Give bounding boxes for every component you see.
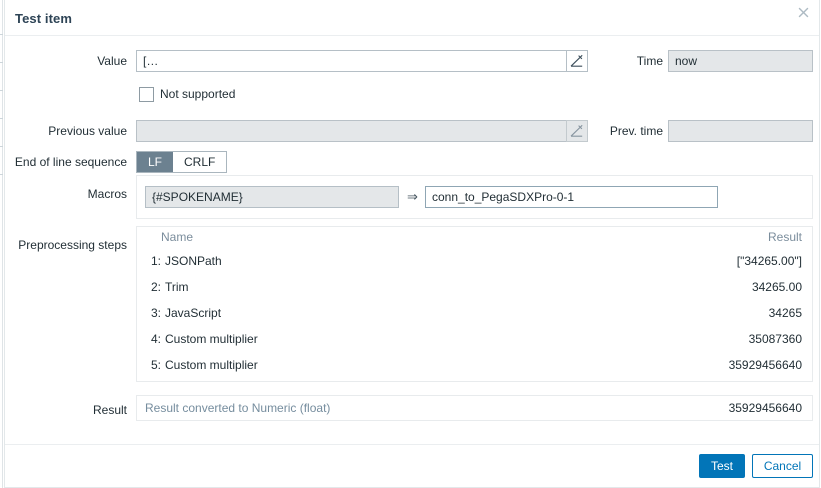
dialog-header: Test item [5, 0, 819, 36]
macros-row: Macros {#SPOKENAME} ⇒ conn_to_PegaSDXPro… [5, 174, 819, 226]
time-input: now [668, 50, 813, 72]
cancel-button[interactable]: Cancel [752, 454, 813, 478]
column-header-name: Name [161, 230, 194, 244]
step-name: JavaScript [165, 306, 222, 320]
background-page-sliver [0, 0, 4, 488]
table-row: 4: Custom multiplier 35087360 [137, 327, 812, 353]
dialog-title: Test item [15, 11, 73, 26]
step-number: 2: [150, 280, 161, 294]
table-row: 3: JavaScript 34265 [137, 301, 812, 327]
step-number: 4: [150, 332, 161, 346]
step-result: 35929456640 [728, 358, 802, 372]
macros-label: Macros [87, 187, 127, 201]
step-number: 5: [150, 358, 161, 372]
previous-value-row: Previous value Prev. time [5, 108, 819, 142]
macro-arrow-icon: ⇒ [407, 189, 418, 204]
previous-value-input [136, 120, 570, 142]
table-row: 5: Custom multiplier 35929456640 [137, 353, 812, 379]
result-label: Result [92, 403, 127, 417]
value-edit-pencil-icon[interactable] [566, 50, 588, 72]
preprocessing-label: Preprocessing steps [18, 238, 127, 252]
table-row: 1: JSONPath ["34265.00"] [137, 249, 812, 275]
column-header-result: Result [767, 230, 802, 244]
macro-key-input[interactable]: {#SPOKENAME} [145, 186, 399, 208]
step-name: Custom multiplier [165, 358, 258, 372]
test-item-dialog: Test item Value [… Time now Not supporte… [4, 0, 820, 488]
not-supported-row: Not supported [5, 74, 819, 108]
step-number: 3: [150, 306, 161, 320]
preprocessing-table-header: Name Result [137, 227, 812, 249]
eol-row: End of line sequence LF CRLF [5, 142, 819, 174]
not-supported-checkbox[interactable] [139, 87, 154, 102]
step-name: Custom multiplier [165, 332, 258, 346]
preprocessing-row: Preprocessing steps Name Result 1: JSONP… [5, 226, 819, 390]
test-item-form: Value [… Time now Not supported Previous… [5, 36, 819, 424]
result-value: 35929456640 [728, 401, 802, 415]
value-input[interactable]: [… [136, 50, 570, 72]
step-name: Trim [165, 280, 189, 294]
time-label: Time [636, 54, 663, 68]
result-output: Result converted to Numeric (float) 3592… [136, 395, 813, 421]
table-row: 2: Trim 34265.00 [137, 275, 812, 301]
step-number: 1: [150, 254, 161, 268]
eol-segmented-control: LF CRLF [136, 151, 228, 173]
eol-option-crlf[interactable]: CRLF [173, 152, 227, 172]
not-supported-label[interactable]: Not supported [160, 87, 236, 101]
value-label: Value [97, 54, 127, 68]
dialog-footer: Test Cancel [5, 444, 819, 487]
background-page-edge [2, 0, 3, 488]
prev-time-label: Prev. time [609, 124, 663, 138]
macros-container: {#SPOKENAME} ⇒ conn_to_PegaSDXPro-0-1 [136, 175, 813, 219]
step-result: 35087360 [748, 332, 802, 346]
test-button[interactable]: Test [699, 454, 745, 478]
previous-value-label: Previous value [48, 124, 127, 138]
step-result: 34265 [768, 306, 802, 320]
prev-time-input [668, 120, 813, 142]
result-row: Result Result converted to Numeric (floa… [5, 390, 819, 424]
eol-label: End of line sequence [14, 155, 127, 169]
step-name: JSONPath [165, 254, 222, 268]
value-row: Value [… Time now [5, 40, 819, 74]
result-conversion-note: Result converted to Numeric (float) [145, 401, 331, 415]
previous-value-edit-pencil-icon [566, 120, 588, 142]
close-icon[interactable] [795, 5, 812, 22]
macro-value-input[interactable]: conn_to_PegaSDXPro-0-1 [425, 186, 718, 208]
step-result: ["34265.00"] [736, 254, 802, 268]
preprocessing-table: Name Result 1: JSONPath ["34265.00"] 2: … [136, 226, 813, 382]
eol-option-lf[interactable]: LF [137, 152, 174, 172]
step-result: 34265.00 [751, 280, 802, 294]
